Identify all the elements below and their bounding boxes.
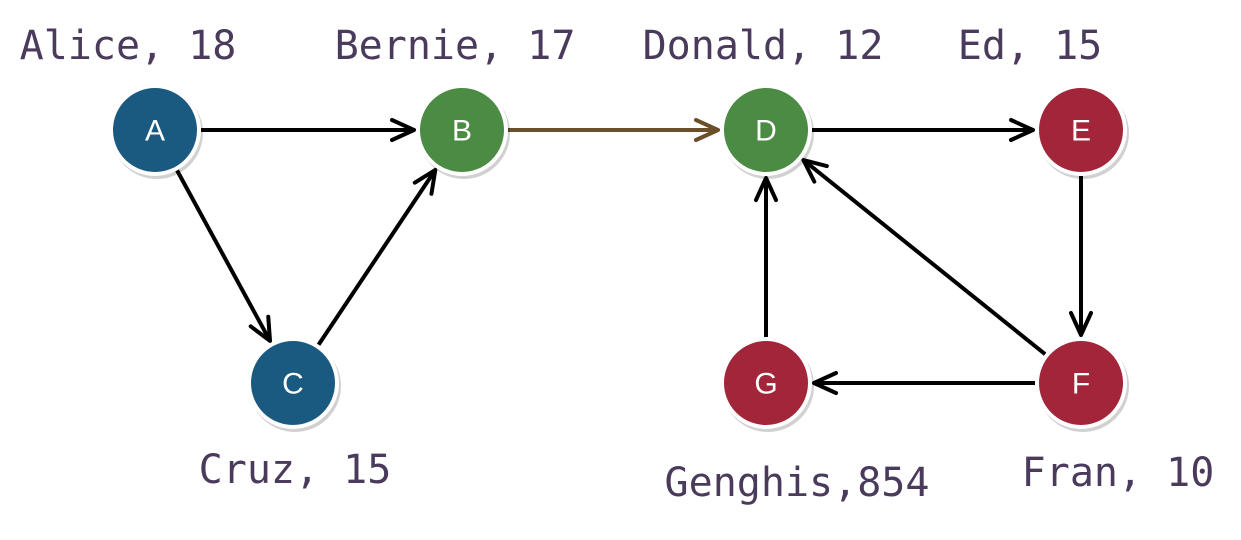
- node-caption-C: Cruz, 15: [199, 447, 392, 493]
- node-circle-D: [720, 84, 812, 176]
- arrowhead-A-B: [390, 118, 416, 142]
- node-letter-B: B: [452, 115, 472, 148]
- edge-line-A-C: [175, 169, 272, 342]
- node-circle-E: [1035, 84, 1127, 176]
- edge-B-D: [508, 118, 720, 142]
- node-caption-A: Alice, 18: [20, 23, 237, 69]
- arrowhead-E-F: [1069, 311, 1093, 337]
- arrowhead-F-G: [812, 371, 838, 395]
- node-letter-E: E: [1071, 115, 1091, 148]
- node-G: G: [720, 337, 814, 432]
- node-letter-C: C: [282, 368, 304, 401]
- node-circle-F: [1035, 337, 1127, 429]
- arrowhead-B-D: [694, 118, 720, 142]
- edge-C-B: [316, 167, 438, 346]
- arrowhead-G-D: [754, 176, 778, 202]
- node-letter-G: G: [754, 368, 777, 401]
- node-letter-F: F: [1072, 368, 1090, 401]
- edge-A-C: [175, 169, 273, 343]
- node-circle-B: [416, 84, 508, 176]
- node-C: C: [247, 337, 341, 432]
- edge-G-D: [754, 176, 778, 337]
- edge-line-C-B: [316, 168, 438, 346]
- arrowhead-A-C: [248, 314, 273, 343]
- edge-E-F: [1069, 176, 1093, 337]
- edge-line-F-D: [802, 158, 1047, 356]
- edge-F-G: [812, 371, 1035, 395]
- node-D: D: [720, 84, 814, 179]
- arrowhead-D-E: [1009, 118, 1035, 142]
- node-caption-B: Bernie, 17: [335, 23, 576, 69]
- node-caption-F: Fran, 10: [1022, 450, 1215, 496]
- edge-F-D: [801, 158, 1047, 356]
- node-circle-G: [720, 337, 812, 429]
- node-F: F: [1035, 337, 1129, 432]
- edge-D-E: [812, 118, 1035, 142]
- edge-A-B: [201, 118, 416, 142]
- node-circle-A: [109, 84, 201, 176]
- node-circle-C: [247, 337, 339, 429]
- edges-layer: [175, 118, 1093, 395]
- arrowhead-F-D: [801, 158, 829, 184]
- nodes-layer: A B C D E F G: [109, 84, 1129, 432]
- captions-layer: Alice, 18 Bernie, 17 Cruz, 15 Donald, 12 Ed,…: [20, 23, 1215, 506]
- node-caption-E: Ed, 15: [958, 23, 1103, 69]
- node-letter-A: A: [145, 115, 165, 148]
- arrowhead-C-B: [412, 167, 438, 196]
- node-caption-D: Donald, 12: [643, 23, 884, 69]
- node-B: B: [416, 84, 510, 179]
- node-A: A: [109, 84, 203, 179]
- node-caption-G: Genghis,854: [665, 460, 930, 506]
- node-E: E: [1035, 84, 1129, 179]
- node-letter-D: D: [755, 115, 777, 148]
